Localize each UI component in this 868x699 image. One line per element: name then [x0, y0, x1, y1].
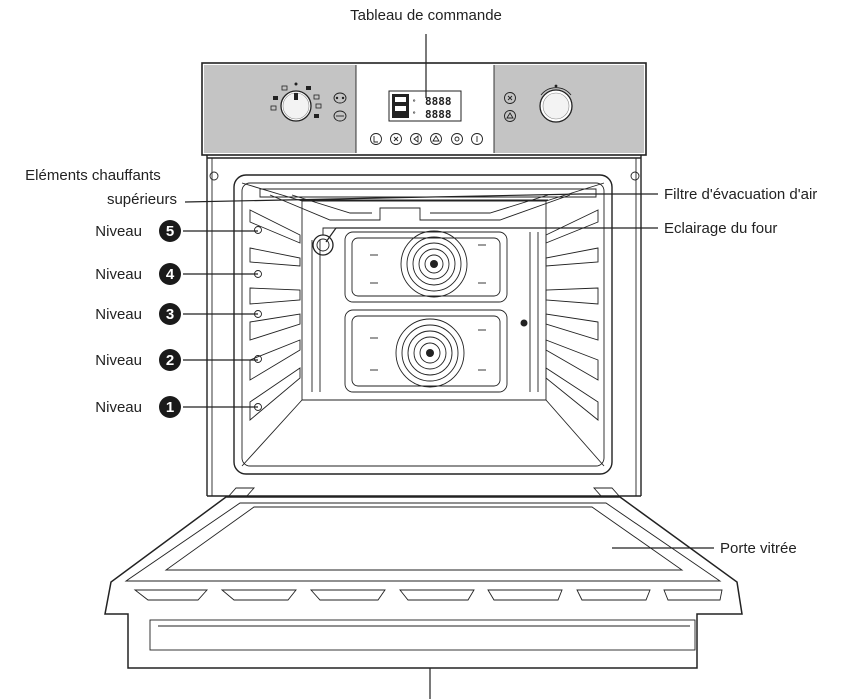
- right-rack-rails: [545, 209, 599, 421]
- label-air-filter: Filtre d'évacuation d'air: [664, 186, 817, 203]
- svg-text:Niveau: Niveau: [95, 352, 142, 369]
- fan-icon: [395, 318, 465, 388]
- level-label-3: Niveau 3: [95, 303, 181, 325]
- svg-text:ᵒ: ᵒ: [412, 98, 416, 106]
- level-badge: [159, 349, 181, 371]
- svg-text:4: 4: [166, 266, 175, 283]
- level-badge: [159, 396, 181, 418]
- svg-text:Niveau: Niveau: [95, 306, 142, 323]
- svg-text:Niveau: Niveau: [95, 266, 142, 283]
- label-glass-door: Porte vitrée: [720, 540, 797, 557]
- level-label-2: Niveau 2: [95, 349, 181, 371]
- display-segments-bottom: 8888: [425, 108, 452, 121]
- fan-cover-slots: [370, 244, 486, 371]
- door-handle-slots: [133, 589, 723, 601]
- label-oven-light: Eclairage du four: [664, 220, 777, 237]
- leader-lines: [183, 34, 714, 699]
- svg-text:5: 5: [166, 223, 174, 240]
- oven-door: [104, 487, 743, 669]
- lower-fan-cover: [344, 309, 508, 393]
- level-badge: [159, 303, 181, 325]
- function-knob-icon: [270, 82, 322, 122]
- left-panel-buttons: [333, 92, 347, 122]
- svg-text:ᵒ: ᵒ: [412, 110, 416, 118]
- control-panel: ᵒ ᵒ 8888 8888: [201, 62, 647, 156]
- level-label-5: Niveau 5: [95, 220, 181, 242]
- level-label-4: Niveau 4: [95, 263, 181, 285]
- svg-text:2: 2: [166, 352, 174, 369]
- svg-text:Niveau: Niveau: [95, 399, 142, 416]
- upper-fan-cover: [344, 231, 508, 303]
- door-hinges: [226, 487, 622, 498]
- label-control-panel: Tableau de commande: [350, 7, 502, 24]
- oven-body: [206, 155, 642, 496]
- label-top-elements-line2: supérieurs: [107, 191, 177, 208]
- label-top-elements-line1: Eléments chauffants: [25, 167, 161, 184]
- svg-text:3: 3: [166, 306, 174, 323]
- level-badge: [159, 263, 181, 285]
- digital-display: ᵒ ᵒ 8888 8888: [388, 90, 462, 122]
- svg-text:Niveau: Niveau: [95, 223, 142, 240]
- touch-buttons-row: [370, 133, 483, 145]
- level-label-1: Niveau 1: [95, 396, 181, 418]
- top-heating-element: [259, 188, 597, 221]
- left-rack-rails: [249, 209, 301, 421]
- temperature-knob-icon: [539, 84, 573, 123]
- level-badge: [159, 220, 181, 242]
- right-panel-buttons: [504, 92, 516, 122]
- svg-text:1: 1: [166, 399, 174, 416]
- display-segments-top: 8888: [425, 95, 452, 108]
- fan-icon: [400, 230, 468, 298]
